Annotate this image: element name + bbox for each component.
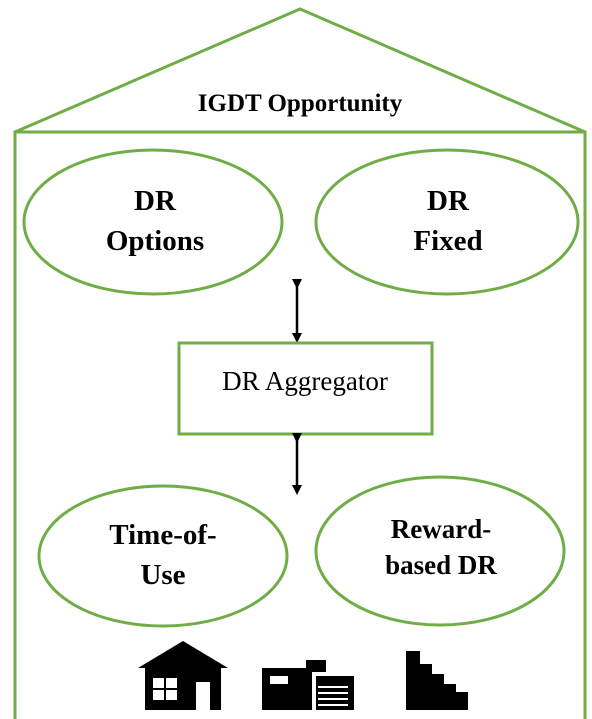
aggregator-box <box>177 341 434 436</box>
time-of-use-line-1: Time-of- <box>109 519 216 551</box>
aggregator-label: DR Aggregator <box>222 366 388 396</box>
roof-title: IGDT Opportunity <box>198 90 403 117</box>
dr-options-line-1: DR <box>134 185 177 217</box>
house-icon <box>138 641 228 710</box>
ellipse-dr-fixed <box>314 148 580 296</box>
dr-fixed-line-2: Fixed <box>413 225 482 257</box>
industrial-building-icon <box>406 651 468 710</box>
ellipse-dr-options <box>22 148 284 296</box>
reward-based-line-2: based DR <box>385 550 497 580</box>
time-of-use-line-2: Use <box>140 559 185 591</box>
dr-options-line-2: Options <box>106 225 204 257</box>
ellipse-reward-based-dr <box>314 475 566 627</box>
house-body <box>13 130 587 719</box>
commercial-building-icon <box>262 660 354 710</box>
reward-based-line-1: Reward- <box>391 514 491 544</box>
ellipse-time-of-use <box>37 484 289 628</box>
dr-fixed-line-1: DR <box>427 185 470 217</box>
